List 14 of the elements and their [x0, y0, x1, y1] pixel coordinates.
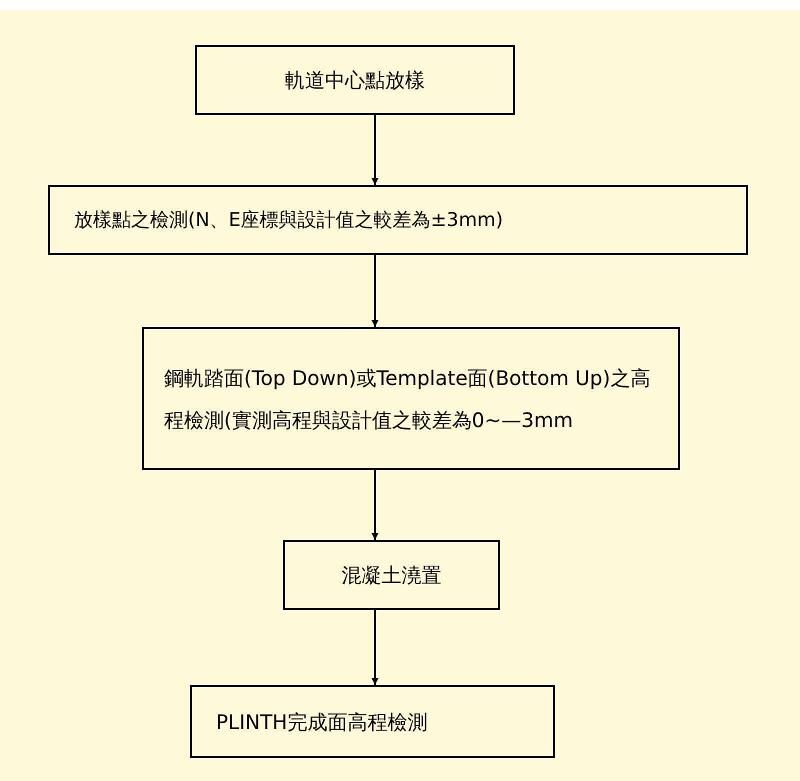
- process-box: [190, 685, 555, 758]
- step-text: 軌道中心點放樣: [285, 67, 425, 94]
- process-box: [48, 185, 748, 255]
- step-text: 混凝土澆置: [342, 562, 442, 589]
- step-text: 放樣點之檢測(N、E座標與設計值之較差為±3mm): [74, 208, 504, 233]
- arrow: [372, 610, 378, 685]
- arrow: [372, 115, 378, 185]
- process-box: [142, 327, 680, 470]
- step-text: PLINTH完成面高程檢測: [216, 708, 428, 736]
- process-box: [195, 45, 515, 115]
- step-text: 鋼軌踏面(Top Down)或Template面(Bottom Up)之高程檢測(實測高程與設計值之較差為0~—3mm: [164, 364, 652, 434]
- process-box: [283, 540, 500, 610]
- arrow: [372, 470, 378, 540]
- arrow: [372, 255, 378, 327]
